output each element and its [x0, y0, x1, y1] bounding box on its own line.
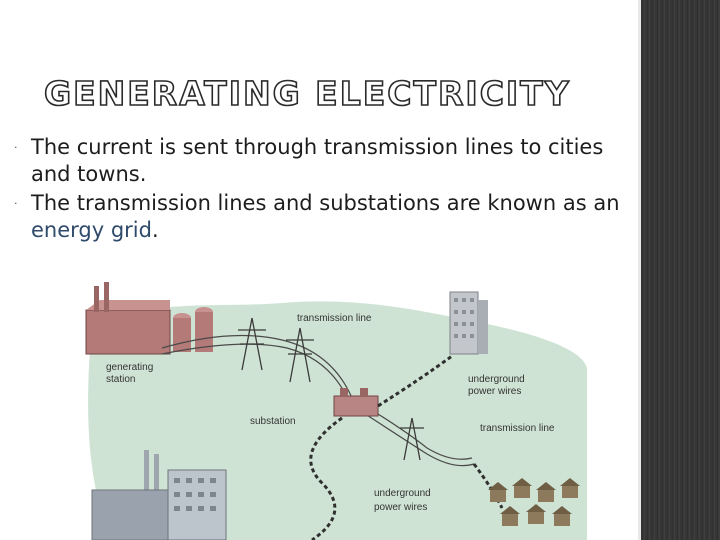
- bullet-item-1: · The current is sent through transmissi…: [14, 134, 624, 188]
- energy-grid-term: energy grid: [31, 218, 152, 242]
- slide-title: GENERATING ELECTRICITY: [43, 73, 571, 114]
- substation-icon: [333, 388, 379, 417]
- label-substation: substation: [250, 416, 296, 427]
- label-underground-top: underground: [468, 374, 525, 385]
- bullet-dot-icon: ·: [14, 197, 18, 210]
- label-transmission-line-top: transmission line: [297, 313, 372, 324]
- sidebar-edge: [638, 0, 641, 540]
- transmission-towers: [238, 317, 424, 461]
- label-power-wires-top: power wires: [468, 386, 521, 397]
- factory-icon: [91, 450, 227, 540]
- underground-wires: [309, 354, 504, 540]
- bullet-text: The current is sent through transmission…: [31, 135, 604, 186]
- label-generating: generating: [106, 362, 153, 373]
- office-tower-icon: [449, 291, 488, 355]
- bullet-text-post: .: [151, 218, 159, 242]
- houses-icon: [488, 478, 580, 526]
- label-transmission-line-right: transmission line: [480, 423, 555, 434]
- decorative-sidebar: [641, 0, 720, 540]
- label-station: station: [106, 374, 135, 385]
- generating-station-icon: [85, 282, 213, 355]
- bullet-item-2: · The transmission lines and substations…: [14, 190, 624, 244]
- label-power-wires-bottom: power wires: [374, 502, 427, 513]
- label-underground-bottom: underground: [374, 488, 431, 499]
- bullet-dot-icon: ·: [14, 141, 18, 154]
- energy-grid-illustration: transmission line generating station sub…: [85, 282, 587, 540]
- bullet-list: · The current is sent through transmissi…: [14, 134, 624, 246]
- bullet-text-pre: The transmission lines and substations a…: [31, 191, 620, 215]
